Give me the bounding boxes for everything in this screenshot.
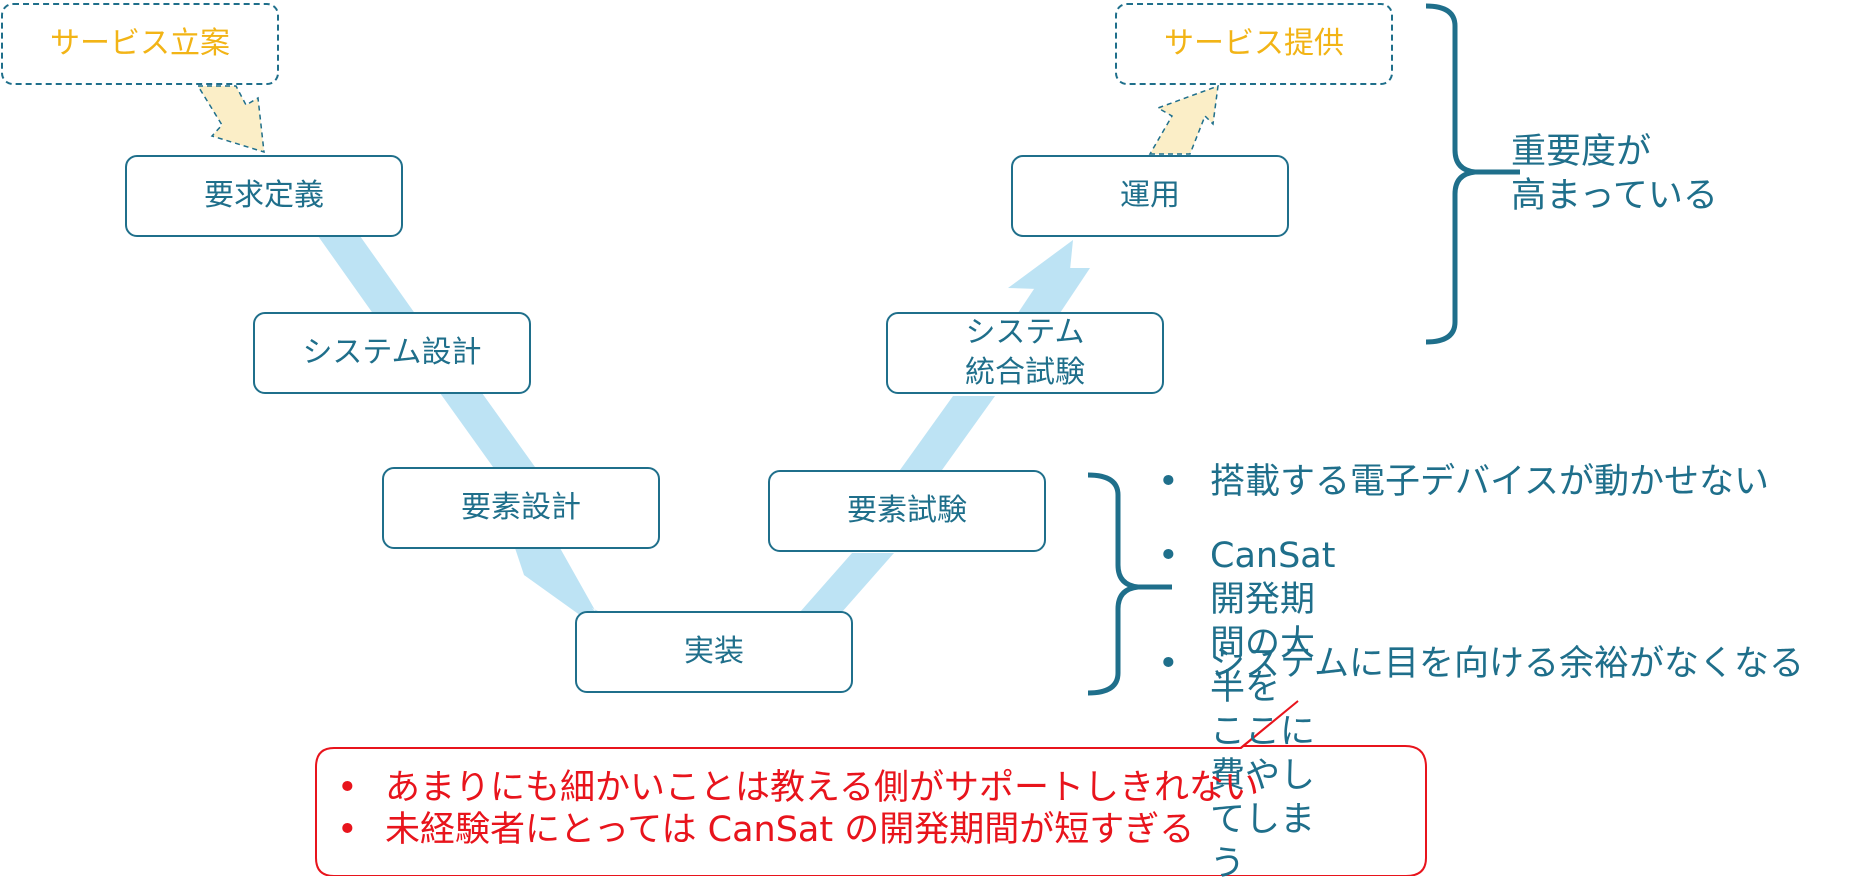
service-planning-box: サービス立案	[1, 3, 279, 85]
service-delivery-label: サービス提供	[1164, 26, 1344, 61]
step-box-integration-test: システム 統合試験	[886, 312, 1164, 394]
issue-text: 搭載する電子デバイスが動かせない	[1210, 462, 1769, 502]
bullet-dot: •	[1158, 462, 1179, 502]
importance-note: 重要度が 高まっている	[1511, 132, 1718, 216]
bullet-dot: •	[1158, 644, 1179, 684]
implementation-issues-list: • 搭載する電子デバイスが動かせない • CanSat 開発期間の大半を ここに…	[1158, 458, 1864, 884]
issue-text: CanSat 開発期間の大半を ここに費やしてしまう	[1210, 536, 1336, 884]
brace-middle	[1087, 472, 1172, 696]
step-label-element-design: 要素設計	[461, 490, 581, 525]
step-label-implementation: 実装	[684, 634, 744, 669]
service-planning-label: サービス立案	[50, 26, 230, 61]
service-arrow-start	[196, 85, 265, 154]
callout-text: 未経験者にとっては CanSat の開発期間が短すぎる	[385, 810, 1195, 850]
service-arrow-end	[1148, 84, 1219, 155]
step-box-system-design: システム設計	[253, 312, 531, 394]
callout-text: あまりにも細かいことは教える側がサポートしきれない	[385, 768, 1259, 808]
flow-arrow-left-down-shaft	[524, 575, 596, 618]
flow-arrow-right-bottom	[800, 553, 894, 612]
step-label-operation: 運用	[1120, 178, 1180, 213]
flow-arrow-left-mid	[440, 393, 535, 467]
flow-arrow-right-up-head	[1008, 240, 1073, 290]
step-label-requirements: 要求定義	[204, 178, 324, 213]
callout-item: • あまりにも細かいことは教える側がサポートしきれない	[337, 766, 1259, 810]
service-delivery-box: サービス提供	[1115, 3, 1393, 85]
step-label-element-test: 要素試験	[847, 493, 967, 528]
step-box-operation: 運用	[1011, 155, 1289, 237]
step-box-element-design: 要素設計	[382, 467, 660, 549]
step-box-element-test: 要素試験	[768, 470, 1046, 552]
bullet-dot: •	[337, 810, 358, 850]
bullet-dot: •	[337, 768, 358, 808]
bullet-dot: •	[1158, 536, 1179, 576]
issue-text: システムに目を向ける余裕がなくなる	[1210, 644, 1804, 684]
step-box-implementation: 実装	[575, 611, 853, 693]
flow-arrow-right-mid	[900, 396, 995, 470]
flow-arrow-left-top	[318, 236, 416, 315]
step-label-integration-test: システム 統合試験	[965, 315, 1085, 390]
step-label-system-design: システム設計	[302, 335, 482, 370]
step-box-requirements: 要求定義	[125, 155, 403, 237]
brace-upper	[1425, 3, 1520, 345]
callout-item: • 未経験者にとっては CanSat の開発期間が短すぎる	[337, 808, 1194, 852]
flow-arrow-right-up-shaft	[1018, 268, 1090, 313]
